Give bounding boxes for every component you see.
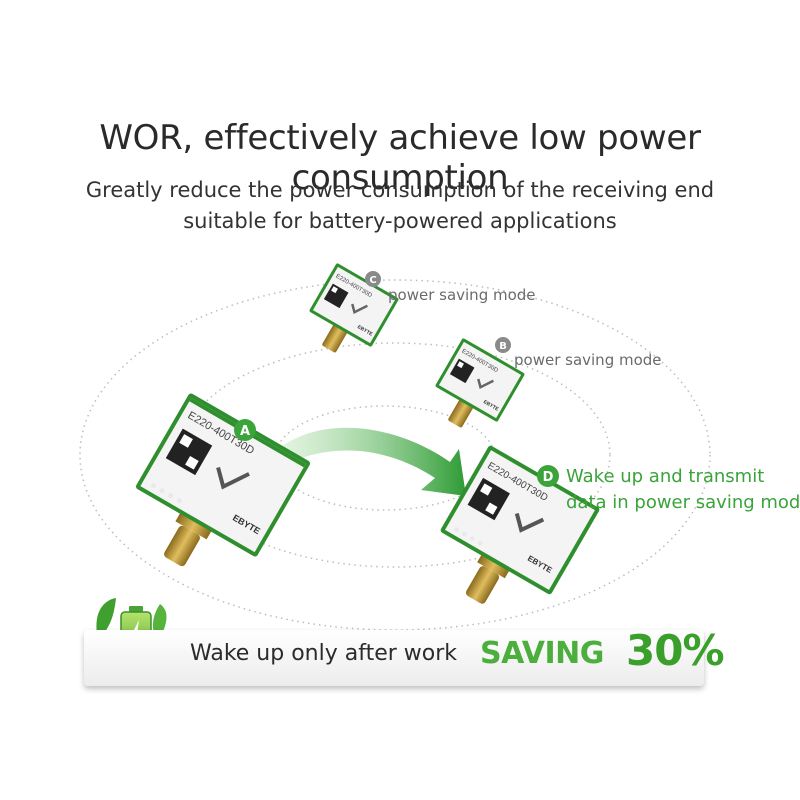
badge-b: B bbox=[495, 337, 511, 353]
module-d: E220-400T30D EBYTE bbox=[440, 445, 600, 604]
ebyte-logo-mark bbox=[514, 513, 545, 533]
badge-d-letter: D bbox=[543, 470, 554, 485]
banner-saving-label: SAVING bbox=[480, 636, 604, 671]
module-b: E220-400T30D EBYTE bbox=[435, 338, 525, 428]
antenna-connector bbox=[465, 566, 500, 604]
qr-code bbox=[467, 477, 510, 521]
banner-saving-value: 30% bbox=[626, 626, 725, 675]
module-d-status-line-2: data in power saving mode bbox=[566, 492, 800, 513]
antenna-connector bbox=[164, 525, 200, 567]
module-label-plate bbox=[438, 341, 522, 419]
page-subtitle: Greatly reduce the power consumption of … bbox=[0, 175, 800, 237]
savings-banner bbox=[84, 630, 704, 686]
leaf-icon bbox=[96, 598, 116, 640]
ebyte-logo-mark bbox=[477, 378, 494, 389]
subtitle-line-2: suitable for battery-powered application… bbox=[183, 209, 617, 233]
subtitle-line-1: Greatly reduce the power consumption of … bbox=[85, 178, 715, 202]
badge-b-letter: B bbox=[499, 341, 507, 352]
antenna-connector bbox=[448, 398, 474, 428]
qr-code bbox=[323, 283, 349, 309]
qr-code bbox=[449, 358, 475, 384]
module-label-plate bbox=[312, 266, 396, 344]
range-ring-outer bbox=[79, 279, 711, 631]
antenna-connector bbox=[322, 323, 348, 353]
transmit-arrow bbox=[258, 427, 466, 496]
module-b-status: power saving mode bbox=[514, 351, 662, 369]
module-c: E220-400T30D EBYTE bbox=[309, 263, 399, 353]
module-label-plate bbox=[140, 397, 306, 553]
sma-connector bbox=[477, 551, 511, 579]
page-title: WOR, effectively achieve low power consu… bbox=[99, 118, 701, 198]
qr-code bbox=[165, 428, 213, 476]
ebyte-logo-mark bbox=[351, 303, 368, 314]
badge-a-letter: A bbox=[240, 424, 250, 439]
module-d-status: Wake up and transmit data in power savin… bbox=[566, 464, 800, 516]
banner-message: Wake up only after work bbox=[190, 641, 458, 666]
badge-c: C bbox=[365, 271, 381, 287]
badge-c-letter: C bbox=[369, 275, 376, 286]
badge-d: D bbox=[537, 465, 559, 487]
module-c-status: power saving mode bbox=[388, 286, 536, 304]
module-a: E220-400T30D EBYTE bbox=[135, 393, 311, 567]
badge-a: A bbox=[234, 419, 256, 441]
module-d-status-line-1: Wake up and transmit bbox=[566, 466, 765, 487]
ebyte-logo-mark bbox=[216, 467, 250, 490]
range-ring-middle bbox=[179, 342, 611, 568]
sma-connector bbox=[175, 509, 214, 540]
